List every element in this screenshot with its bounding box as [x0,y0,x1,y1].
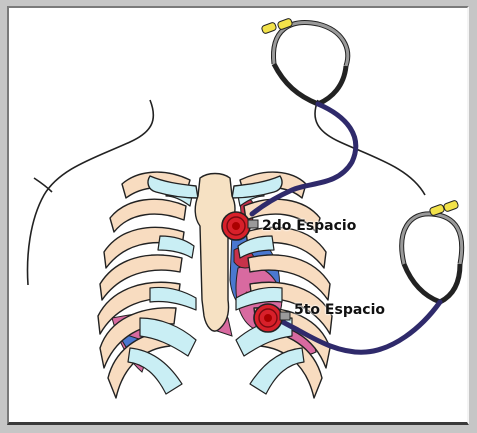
earpiece-icon [261,22,277,34]
sternum [195,174,235,332]
earpiece-icon [443,200,459,212]
label-second-intercostal-space: 2do Espacio [262,218,356,234]
earpiece-icon [277,18,293,30]
label-fifth-intercostal-space: 5to Espacio [294,302,385,318]
